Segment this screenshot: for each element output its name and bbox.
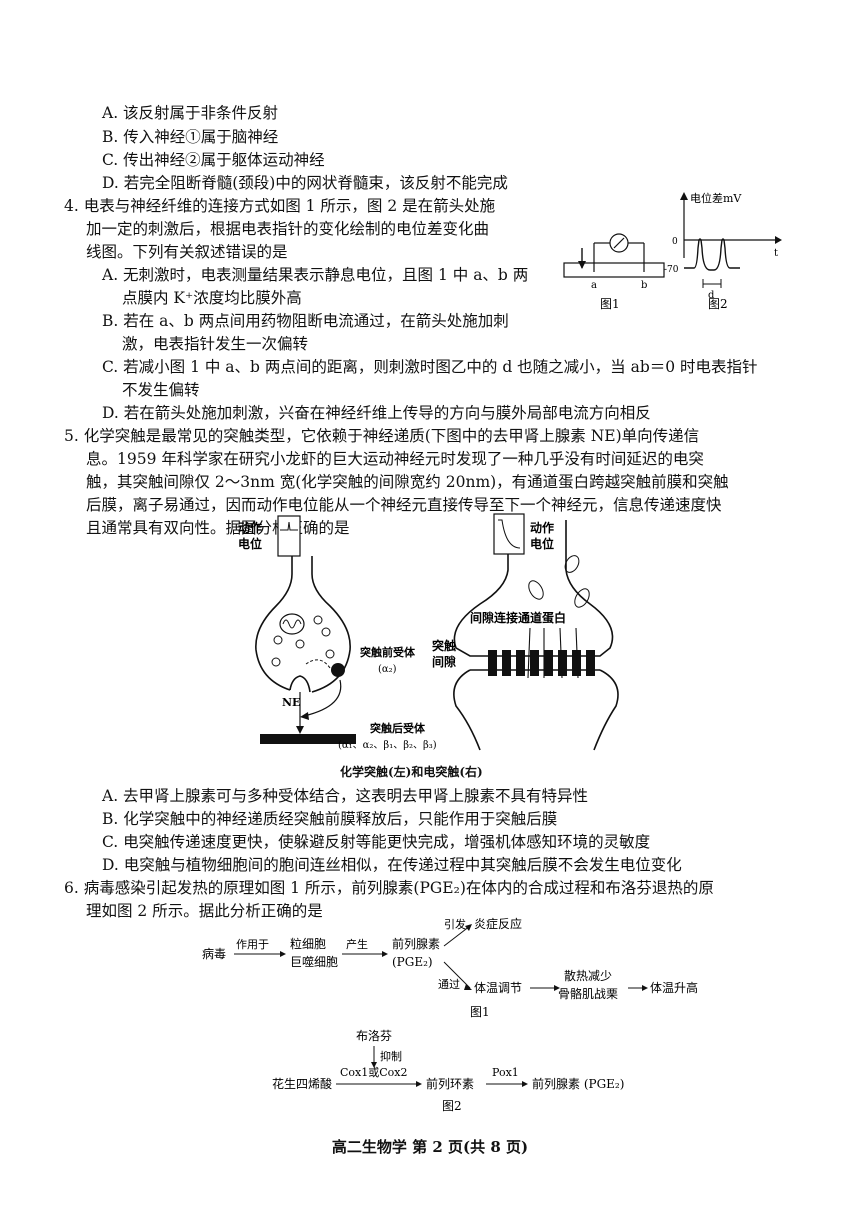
q5-option-d: D. 电突触与植物细胞间的胞间连丝相似，在传递过程中其突触后膜不会发生电位变化 bbox=[102, 856, 682, 874]
q4-stem-line1: 4. 电表与神经纤维的连接方式如图 1 所示，图 2 是在箭头处施 bbox=[64, 197, 496, 215]
fig1-pge-line1: 前列腺素 bbox=[392, 936, 440, 951]
q4-galvanometer bbox=[609, 233, 629, 253]
q4-label-a: a bbox=[591, 280, 597, 291]
fig1-trigger: 引发 bbox=[444, 917, 466, 931]
q3-option-d: D. 若完全阻断脊髓(颈段)中的网状脊髓束，该反射不能完成 bbox=[102, 174, 508, 192]
right-ap-label-2: 电位 bbox=[530, 536, 554, 551]
q6-fig2-caption: 图2 bbox=[442, 1099, 462, 1113]
fig1-thermoregulation: 体温调节 bbox=[474, 981, 522, 995]
post-receptor-bar bbox=[260, 734, 356, 744]
q4-figure: a b 图1 电位差mV t 0 -70 d 图2 bbox=[563, 191, 782, 311]
q4-option-b-line1: B. 若在 a、b 两点间用药物阻断电流通过，在箭头处施加刺 bbox=[102, 312, 509, 330]
fig1-heat-less: 散热减少 bbox=[564, 968, 612, 983]
q5-figure-caption: 化学突触(左)和电突触(右) bbox=[340, 765, 483, 779]
q4-option-c-line2: 不发生偏转 bbox=[122, 381, 200, 399]
fig1-produce: 产生 bbox=[346, 937, 368, 951]
ne-label: NE bbox=[282, 696, 300, 709]
fig1-inflammation: 炎症反应 bbox=[474, 916, 522, 931]
fig1-via: 通过 bbox=[438, 978, 460, 991]
q4-fig2-potential-chart: 电位差mV t 0 -70 d 图2 bbox=[664, 191, 782, 311]
fig2-prostacyclin: 前列环素 bbox=[426, 1076, 474, 1091]
q4-zero-label: 0 bbox=[672, 237, 678, 247]
q3-option-a: A. 该反射属于非条件反射 bbox=[102, 104, 279, 122]
q6-fig2-flowchart: 布洛芬 抑制 花生四烯酸 Cox1或Cox2 前列环素 Pox1 前列腺素 (P… bbox=[272, 1028, 624, 1113]
q4-d-label: d bbox=[708, 290, 715, 301]
post-receptor-label: 突触后受体 bbox=[370, 721, 426, 735]
q4-fig1-caption: 图1 bbox=[600, 297, 620, 311]
mitochondrion-icon bbox=[279, 613, 305, 635]
q5-option-a: A. 去甲肾上腺素可与多种受体结合，这表明去甲肾上腺素不具有特异性 bbox=[102, 787, 589, 805]
q3-option-c: C. 传出神经②属于躯体运动神经 bbox=[102, 151, 325, 169]
q4-fig2-caption: 图2 bbox=[708, 297, 728, 311]
fig1-acts-on: 作用于 bbox=[236, 938, 269, 951]
page-footer: 高二生物学 第 2 页(共 8 页) bbox=[331, 1138, 529, 1156]
fig1-cell2: 巨噬细胞 bbox=[290, 954, 338, 969]
q4-minus70-label: -70 bbox=[664, 265, 679, 275]
pre-receptor-sub: (α₂) bbox=[378, 664, 397, 675]
q5-option-c: C. 电突触传递速度更快，使躲避反射等能更快完成，增强机体感知环境的灵敏度 bbox=[102, 833, 651, 851]
fig1-shiver: 骨骼肌战栗 bbox=[558, 986, 618, 1001]
q5-stem-line2: 息。1959 年科学家在研究小龙虾的巨大运动神经元时发现了一种几乎没有时间延迟的… bbox=[86, 450, 704, 468]
q4-potential-curve bbox=[684, 238, 740, 271]
q5-stem-line1: 5. 化学突触是最常见的突触类型，它依赖于神经递质(下图中的去甲肾上腺素 NE)… bbox=[64, 427, 700, 445]
q4-option-a-line2: 点膜内 K⁺浓度均比膜外高 bbox=[122, 289, 302, 307]
q4-stem-line2: 加一定的刺激后，根据电表指针的变化绘制的电位差变化曲 bbox=[86, 220, 490, 238]
fig1-virus: 病毒 bbox=[202, 946, 226, 961]
right-ap-box bbox=[493, 513, 525, 555]
pre-receptor-dot bbox=[331, 663, 345, 677]
pre-receptor-label: 突触前受体 bbox=[360, 645, 416, 659]
fig2-pge: 前列腺素 (PGE₂) bbox=[532, 1076, 624, 1091]
fig2-pox: Pox1 bbox=[492, 1066, 519, 1079]
q4-fig1-meter-diagram: a b 图1 bbox=[563, 233, 665, 311]
q5-stem-line4: 后膜，离子易通过，因而动作电位能从一个神经元直接传导至下一个神经元，信息传递速度… bbox=[86, 496, 722, 514]
q3-option-b: B. 传入神经①属于脑神经 bbox=[102, 128, 279, 146]
fig2-inhibit: 抑制 bbox=[380, 1049, 402, 1063]
fig1-temp-rise: 体温升高 bbox=[650, 980, 698, 995]
left-ap-label-2: 电位 bbox=[238, 536, 262, 551]
chemical-synapse-diagram: 动作 电位 NE 突触前受体 (α₂) 突触后受体 (α₁、α₂、β₁、β₂、β… bbox=[238, 515, 437, 751]
q4-option-b-line2: 激，电表指针发生一次偏转 bbox=[122, 335, 309, 353]
cleft-label-2: 间隙 bbox=[432, 654, 456, 669]
right-ap-label-1: 动作 bbox=[530, 520, 554, 535]
q6-fig1-caption: 图1 bbox=[470, 1005, 490, 1019]
q4-label-b: b bbox=[641, 280, 647, 291]
left-ap-box bbox=[277, 515, 301, 557]
fig1-cell1: 粒细胞 bbox=[290, 936, 326, 951]
q5-synapse-figure: 动作 电位 NE 突触前受体 (α₂) 突触后受体 (α₁、α₂、β₁、β₂、β… bbox=[238, 513, 619, 751]
q4-option-c-line1: C. 若减小图 1 中 a、b 两点间的距离，则刺激时图乙中的 d 也随之减小，… bbox=[102, 358, 758, 376]
q6-fig1-flowchart: 病毒 作用于 粒细胞 巨噬细胞 产生 前列腺素 (PGE₂) 引发 炎症反应 通… bbox=[202, 916, 698, 1019]
q5-stem-line3: 触，其突触间隙仅 2～3nm 宽(化学突触的间隙宽约 20nm)，有通道蛋白跨越… bbox=[86, 473, 729, 491]
q4-ylabel: 电位差mV bbox=[690, 191, 742, 205]
left-ap-label-1: 动作 bbox=[238, 520, 262, 535]
q4-stem-line3: 线图。下列有关叙述错误的是 bbox=[86, 243, 288, 261]
fig2-ibuprofen: 布洛芬 bbox=[356, 1028, 392, 1043]
q4-option-d: D. 若在箭头处施加刺激，兴奋在神经纤维上传导的方向与膜外局部电流方向相反 bbox=[102, 404, 651, 422]
fig2-arachidonic-acid: 花生四烯酸 bbox=[272, 1076, 332, 1091]
q4-t-label: t bbox=[774, 248, 778, 259]
fig2-cox: Cox1或Cox2 bbox=[340, 1066, 407, 1079]
q4-option-a-line1: A. 无刺激时，电表测量结果表示静息电位，且图 1 中 a、b 两 bbox=[102, 266, 529, 284]
q5-option-b: B. 化学突触中的神经递质经突触前膜释放后，只能作用于突触后膜 bbox=[102, 810, 558, 828]
cleft-label-1: 突触 bbox=[432, 638, 456, 653]
gap-junction-channels bbox=[488, 650, 595, 676]
gap-protein-label: 间隙连接通道蛋白 bbox=[470, 610, 566, 625]
q6-stem-line2: 理如图 2 所示。据此分析正确的是 bbox=[86, 902, 323, 920]
fig1-pge-line2: (PGE₂) bbox=[392, 955, 433, 969]
post-receptor-sub: (α₁、α₂、β₁、β₂、β₃) bbox=[338, 740, 437, 751]
q6-stem-line1: 6. 病毒感染引起发热的原理如图 1 所示，前列腺素(PGE₂)在体内的合成过程… bbox=[64, 879, 714, 897]
electrical-synapse-diagram: 动作 电位 间隙连接通道蛋白 突触 间隙 bbox=[432, 513, 619, 751]
